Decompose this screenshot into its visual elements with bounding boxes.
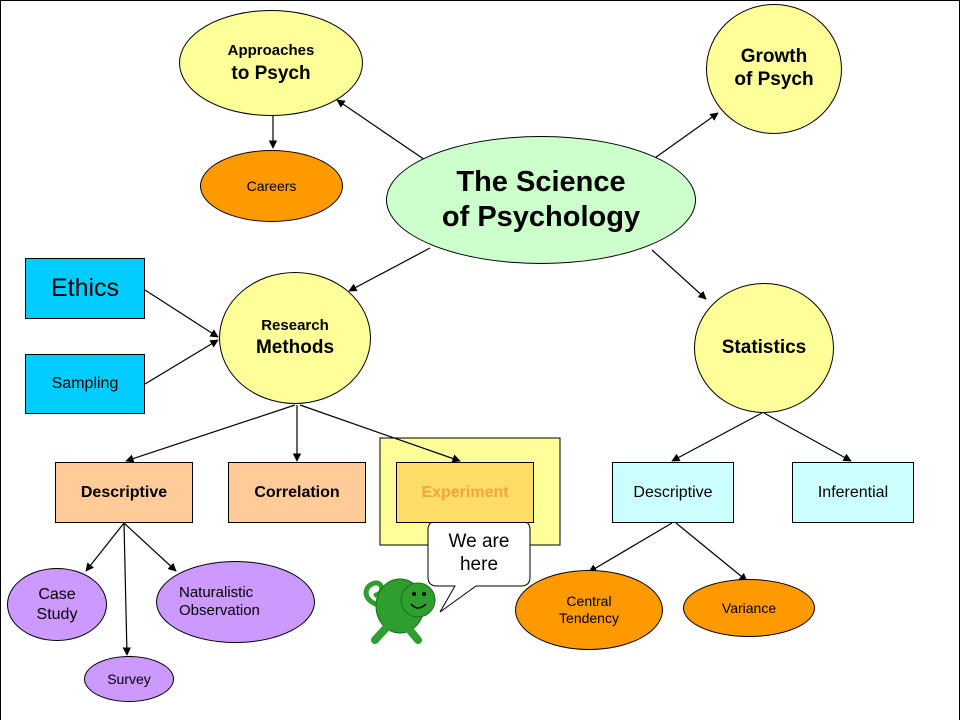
arrow-science-statistics [651, 249, 707, 300]
turtle-smile [410, 603, 427, 609]
node-correlation[interactable]: Correlation [228, 462, 366, 523]
node-variance[interactable]: Variance [683, 579, 815, 637]
node-science-label: The Science of Psychology [441, 166, 641, 233]
node-growth-of-psych[interactable]: Growth of Psych [706, 4, 842, 134]
node-experiment[interactable]: Experiment [396, 462, 534, 523]
node-descriptive-stats-label: Descriptive [633, 483, 713, 501]
callout-label: We are here [448, 530, 510, 575]
arrow-statistics-descriptive [671, 412, 763, 462]
node-research-label-2: Methods [255, 337, 335, 358]
node-science-of-psychology[interactable]: The Science of Psychology [386, 136, 696, 264]
node-sampling-label: Sampling [51, 375, 119, 392]
arrow-research-descriptive [125, 404, 296, 463]
arrow-ethics-research [144, 289, 219, 338]
node-careers[interactable]: Careers [200, 150, 343, 222]
arrow-descriptive-naturalistic [123, 522, 177, 572]
node-case-study-label: Case Study [36, 586, 78, 623]
turtle-eye-left [412, 592, 416, 596]
node-statistics-label: Statistics [721, 337, 807, 358]
node-central-tendency[interactable]: Central Tendency [515, 570, 663, 650]
arrow-statistics-inferential [763, 412, 852, 462]
node-research-label-1: Research [261, 317, 329, 334]
node-ethics[interactable]: Ethics [25, 258, 145, 319]
node-experiment-label: Experiment [421, 483, 509, 501]
node-ethics-label: Ethics [50, 274, 120, 302]
node-naturalistic-label: Naturalistic Observation [179, 584, 260, 619]
turtle-icon [363, 578, 436, 644]
node-approaches-label-1: Approaches [227, 41, 315, 59]
node-approaches-to-psych[interactable]: Approaches to Psych [179, 10, 363, 116]
node-case-study[interactable]: Case Study [7, 568, 107, 641]
node-survey[interactable]: Survey [84, 656, 174, 702]
node-inferential-label: Inferential [817, 483, 889, 501]
arrow-descriptive-survey [122, 522, 132, 656]
turtle-leg-right [404, 624, 422, 644]
arrow-research-experiment [299, 404, 461, 463]
turtle-leg-left [371, 624, 390, 644]
arrow-science-approaches [336, 99, 429, 163]
speech-bubble [427, 520, 531, 613]
turtle-head [400, 582, 436, 618]
node-statistics[interactable]: Statistics [694, 283, 834, 413]
arrow-science-growth [651, 112, 719, 161]
arrow-science-research [348, 247, 431, 292]
node-sampling[interactable]: Sampling [25, 354, 145, 414]
arrow-descstats-variance [675, 522, 748, 582]
node-survey-label: Survey [107, 671, 151, 687]
arrow-sampling-research [144, 339, 219, 385]
node-descriptive-statistics[interactable]: Descriptive [612, 462, 734, 523]
arrow-descstats-central [588, 522, 673, 573]
node-naturalistic-observation[interactable]: Naturalistic Observation [156, 561, 315, 643]
node-research-methods[interactable]: Research Methods [219, 272, 371, 404]
speech-bubble-text: We are here [428, 521, 530, 586]
node-variance-label: Variance [721, 600, 777, 616]
node-descriptive-method[interactable]: Descriptive [55, 462, 193, 523]
node-descriptive-method-label: Descriptive [80, 483, 168, 501]
node-careers-label: Careers [246, 178, 297, 194]
node-approaches-label-2: to Psych [231, 62, 311, 84]
node-correlation-label: Correlation [254, 483, 340, 501]
node-inferential[interactable]: Inferential [792, 462, 914, 523]
node-growth-label: Growth of Psych [734, 46, 814, 90]
node-central-tendency-label: Central Tendency [559, 593, 619, 626]
arrow-descriptive-casestudy [85, 522, 125, 572]
turtle-eye-right [422, 592, 426, 596]
